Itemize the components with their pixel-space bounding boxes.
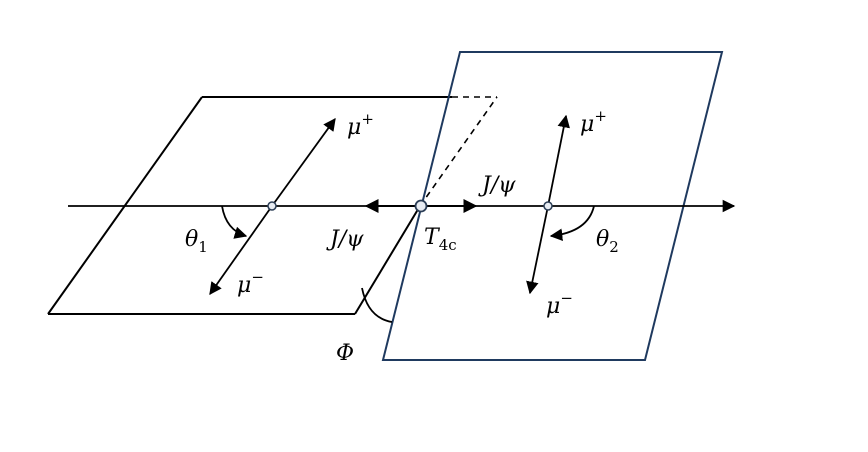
tetraquark-label: T4c — [424, 225, 457, 254]
theta1-label: θ1 — [185, 227, 208, 256]
theta2-arc — [549, 205, 595, 242]
production-vertex — [414, 199, 428, 213]
left-vertex — [267, 201, 277, 211]
right-muon-minus-label: μ− — [546, 289, 573, 319]
phi-label: Φ — [336, 341, 354, 366]
right-vertex — [543, 201, 553, 211]
left-muon-minus-label: μ− — [237, 268, 264, 298]
right-muon-plus-label: μ+ — [580, 107, 607, 137]
left-muon-minus-arrow — [209, 205, 273, 296]
left-muon-plus-label: μ+ — [347, 110, 374, 140]
phi-arc — [361, 287, 393, 323]
jpsi-left-label: J/ψ — [326, 227, 364, 252]
theta1-arc — [221, 205, 248, 239]
right-muon-plus-arrow — [547, 114, 570, 207]
right-decay-plane — [381, 51, 724, 361]
left-muon-plus-arrow — [271, 117, 336, 207]
jpsi-right-label: J/ψ — [478, 173, 516, 198]
right-muon-minus-arrow — [526, 205, 549, 295]
theta2-label: θ2 — [596, 227, 619, 256]
